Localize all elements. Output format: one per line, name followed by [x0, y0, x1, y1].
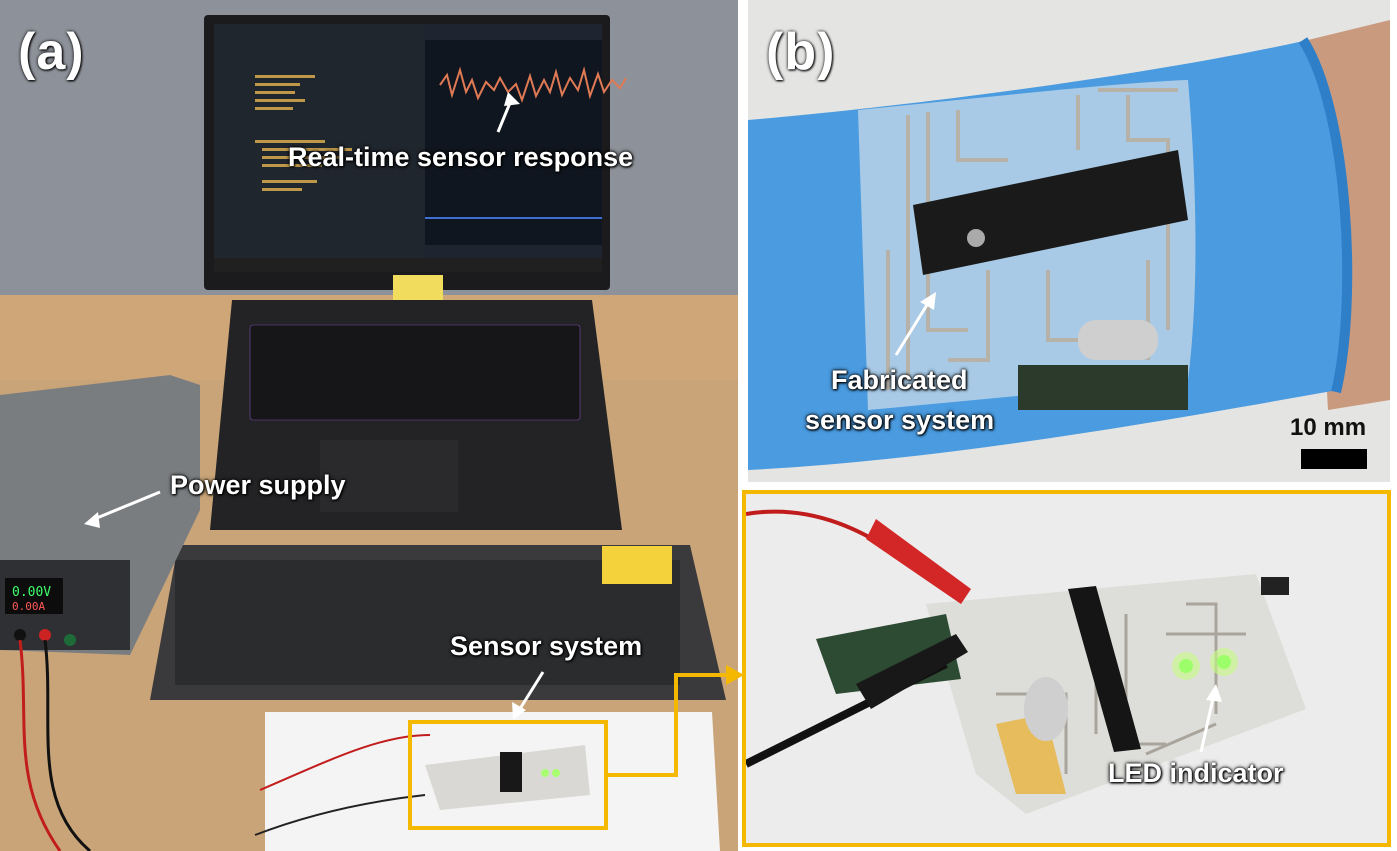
panel-zoom-photo: LED indicator	[742, 490, 1391, 847]
fabricated-label-line1: Fabricated	[831, 365, 968, 395]
panel-a-letter: (a)	[18, 23, 85, 81]
panel-b-photo: (b) Fabricated sensor system 10 mm	[748, 0, 1390, 482]
black-clip	[856, 634, 968, 709]
led-indicator-label: LED indicator	[1108, 758, 1284, 788]
crystal-oscillator	[1078, 320, 1158, 360]
svg-text:0.00V: 0.00V	[12, 585, 51, 600]
fabricated-label-line2: sensor system	[805, 405, 995, 435]
wrist-sensor-photo	[748, 0, 1390, 482]
bluetooth-module	[1018, 365, 1188, 410]
sensor-system-label: Sensor system	[450, 631, 643, 661]
scale-bar	[1301, 449, 1367, 469]
scale-bar-label: 10 mm	[1290, 414, 1367, 441]
lab-setup-photo: 0.00V 0.00A	[0, 15, 738, 851]
ic-chip-closeup	[1068, 586, 1141, 752]
sensor-closeup-photo	[746, 494, 1387, 843]
power-supply-label: Power supply	[170, 470, 346, 500]
crystal-closeup	[1024, 677, 1068, 741]
red-clip	[866, 519, 971, 604]
touchpad	[320, 440, 458, 512]
panel-b-letter: (b)	[766, 23, 836, 81]
svg-text:0.00A: 0.00A	[12, 600, 45, 613]
realtime-response-label: Real-time sensor response	[288, 142, 634, 172]
panel-a-photo: 0.00V 0.00A (a) Real-time sensor respons…	[0, 0, 738, 851]
